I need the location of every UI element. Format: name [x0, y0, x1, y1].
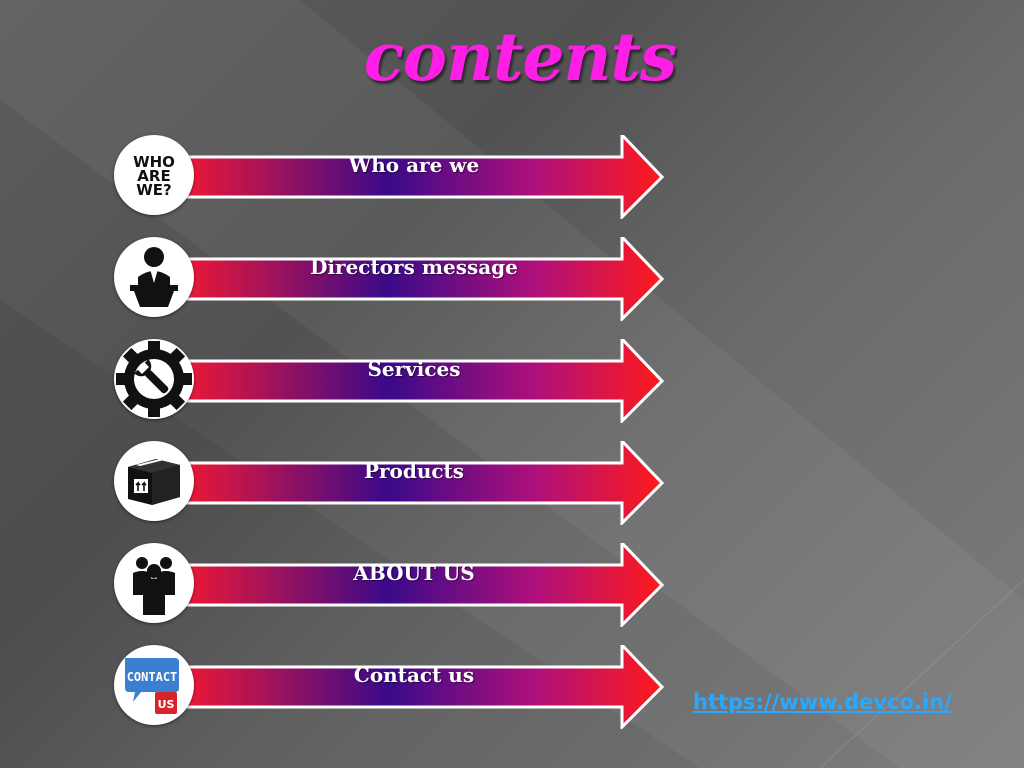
menu-item-label: Products — [363, 459, 465, 483]
icon-text-line: WHO — [133, 153, 175, 171]
arrow-shape — [164, 339, 664, 423]
arrow-shape — [164, 237, 664, 321]
menu-item-who-are-we[interactable]: Who are we WHO ARE WE? — [114, 135, 674, 219]
icon-text-contact: CONTACT — [127, 670, 178, 684]
package-box-icon — [114, 441, 194, 521]
arrow-shape — [164, 543, 664, 627]
contact-us-bubble-icon: CONTACT US — [114, 645, 194, 725]
arrow-shape — [164, 135, 664, 219]
menu-item-products[interactable]: Products — [114, 441, 674, 525]
who-are-we-icon: WHO ARE WE? — [114, 135, 194, 215]
menu-item-label: Contact us — [353, 663, 475, 687]
page-title: contents — [363, 18, 677, 96]
menu-item-about-us[interactable]: ABOUT US — [114, 543, 674, 627]
menu-item-label: Directors message — [310, 255, 518, 279]
menu-item-label: ABOUT US — [353, 561, 475, 585]
arrow-shape — [164, 645, 664, 729]
gear-wrench-icon — [114, 339, 194, 419]
menu-item-label: Services — [367, 357, 461, 381]
menu-item-label: Who are we — [348, 153, 480, 177]
website-link[interactable]: https://www.devco.in/ — [693, 690, 952, 714]
icon-text-us: US — [158, 698, 175, 711]
people-group-icon — [114, 543, 194, 623]
menu-item-directors-message[interactable]: Directors message — [114, 237, 674, 321]
menu-item-services[interactable]: Services — [114, 339, 674, 423]
arrow-shape — [164, 441, 664, 525]
icon-text-line: ARE — [137, 167, 171, 185]
icon-text-line: WE? — [136, 181, 172, 199]
menu-item-contact-us[interactable]: Contact us CONTACT US — [114, 645, 674, 729]
speaker-podium-icon — [114, 237, 194, 317]
